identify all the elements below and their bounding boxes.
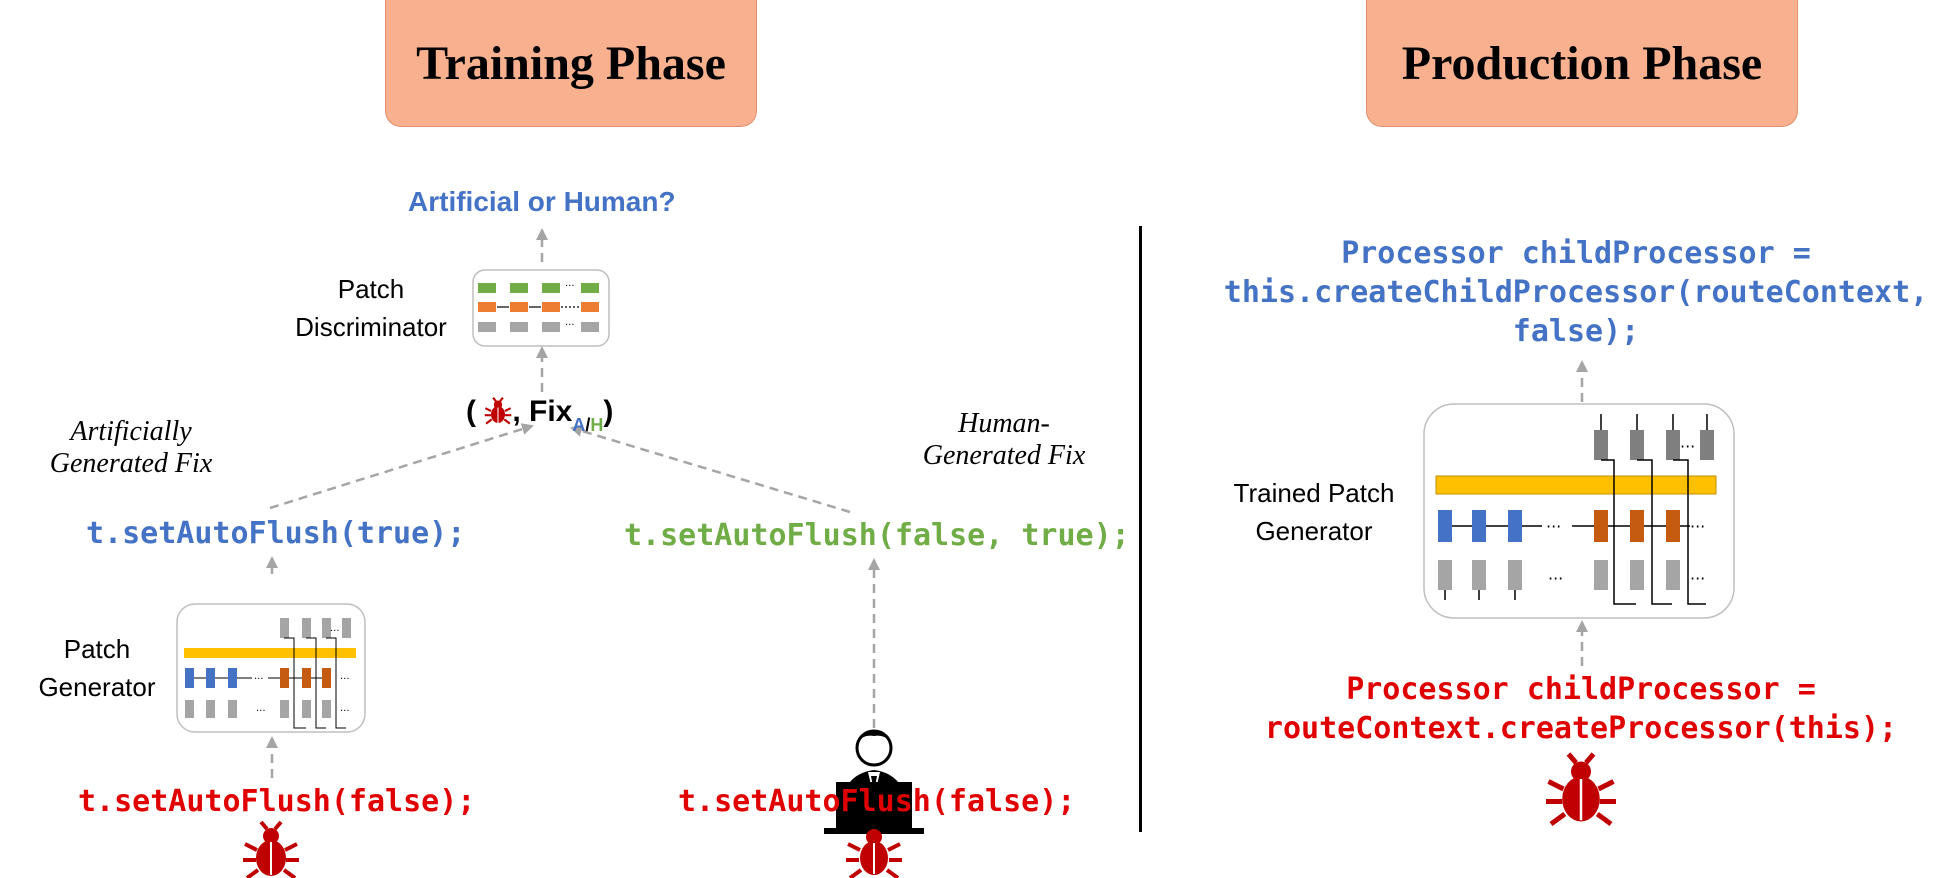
production-phase-title: Production Phase bbox=[1401, 36, 1763, 90]
discriminator-question: Artificial or Human? bbox=[408, 186, 676, 217]
svg-text:···: ··· bbox=[1690, 517, 1705, 536]
training-phase-header: Training Phase bbox=[385, 0, 757, 127]
trained-generator-label: Trained Patch Generator bbox=[1218, 474, 1410, 550]
patch-generator-label-line1: Patch bbox=[63, 634, 131, 664]
buggy-code-right: t.setAutoFlush(false); bbox=[678, 784, 1076, 819]
phase-divider bbox=[1139, 226, 1142, 832]
svg-text:···: ··· bbox=[565, 320, 575, 331]
pair-h: H bbox=[590, 415, 604, 435]
pair-fix: Fix bbox=[529, 395, 573, 428]
artificial-fix-label: Artificially Generated Fix bbox=[26, 416, 236, 480]
production-phase-header: Production Phase bbox=[1366, 0, 1798, 127]
human-fix-label: Human- Generated Fix bbox=[904, 408, 1104, 472]
bug-icon bbox=[484, 396, 512, 425]
production-buggy-code-line2: routeContext.createProcessor(this); bbox=[1264, 711, 1898, 746]
svg-text:···: ··· bbox=[1690, 569, 1705, 588]
artificial-fix-label-line1: Artificially bbox=[70, 416, 192, 447]
pair-a: A bbox=[572, 415, 586, 435]
artificial-fix-code: t.setAutoFlush(true); bbox=[86, 516, 466, 551]
svg-text:···: ··· bbox=[1680, 437, 1695, 456]
pair-close: ) bbox=[603, 395, 614, 428]
discriminator-label-line2: Discriminator bbox=[295, 312, 447, 342]
human-fix-code: t.setAutoFlush(false, true); bbox=[624, 518, 1130, 553]
buggy-code-left: t.setAutoFlush(false); bbox=[78, 784, 476, 819]
patch-generator-label: Patch Generator bbox=[20, 630, 174, 706]
svg-text:···: ··· bbox=[254, 674, 264, 685]
production-fixed-code: Processor childProcessor = this.createCh… bbox=[1216, 234, 1936, 351]
bug-fix-pair: ( , FixA/H) bbox=[466, 392, 613, 445]
artificial-fix-label-line2: Generated Fix bbox=[49, 448, 213, 479]
human-fix-label-line1: Human- bbox=[958, 408, 1050, 439]
production-fixed-code-line2: this.createChildProcessor(routeContext, bbox=[1223, 275, 1929, 310]
pair-sep: , bbox=[512, 395, 530, 428]
pair-slash: / bbox=[585, 415, 591, 435]
discriminator-label-line1: Patch bbox=[337, 274, 405, 304]
svg-text:···: ··· bbox=[1548, 569, 1563, 588]
production-fixed-code-line1: Processor childProcessor = bbox=[1341, 236, 1811, 271]
production-buggy-code: Processor childProcessor = routeContext.… bbox=[1216, 670, 1946, 748]
patch-generator-label-line2: Generator bbox=[38, 672, 156, 702]
trained-generator-label-line2: Generator bbox=[1255, 516, 1373, 546]
discriminator-label: Patch Discriminator bbox=[278, 270, 464, 346]
svg-text:···: ··· bbox=[565, 281, 575, 292]
svg-text:···: ··· bbox=[340, 706, 350, 717]
human-fix-label-line2: Generated Fix bbox=[922, 440, 1086, 471]
svg-text:···: ··· bbox=[340, 674, 350, 685]
production-buggy-code-line1: Processor childProcessor = bbox=[1346, 672, 1816, 707]
training-phase-title: Training Phase bbox=[416, 36, 726, 90]
trained-generator-label-line1: Trained Patch bbox=[1233, 478, 1395, 508]
svg-text:···: ··· bbox=[256, 706, 266, 717]
pair-open: ( bbox=[466, 395, 476, 428]
svg-text:···: ··· bbox=[1546, 517, 1561, 536]
production-fixed-code-line3: false); bbox=[1512, 314, 1640, 349]
svg-text:···: ··· bbox=[330, 626, 340, 637]
